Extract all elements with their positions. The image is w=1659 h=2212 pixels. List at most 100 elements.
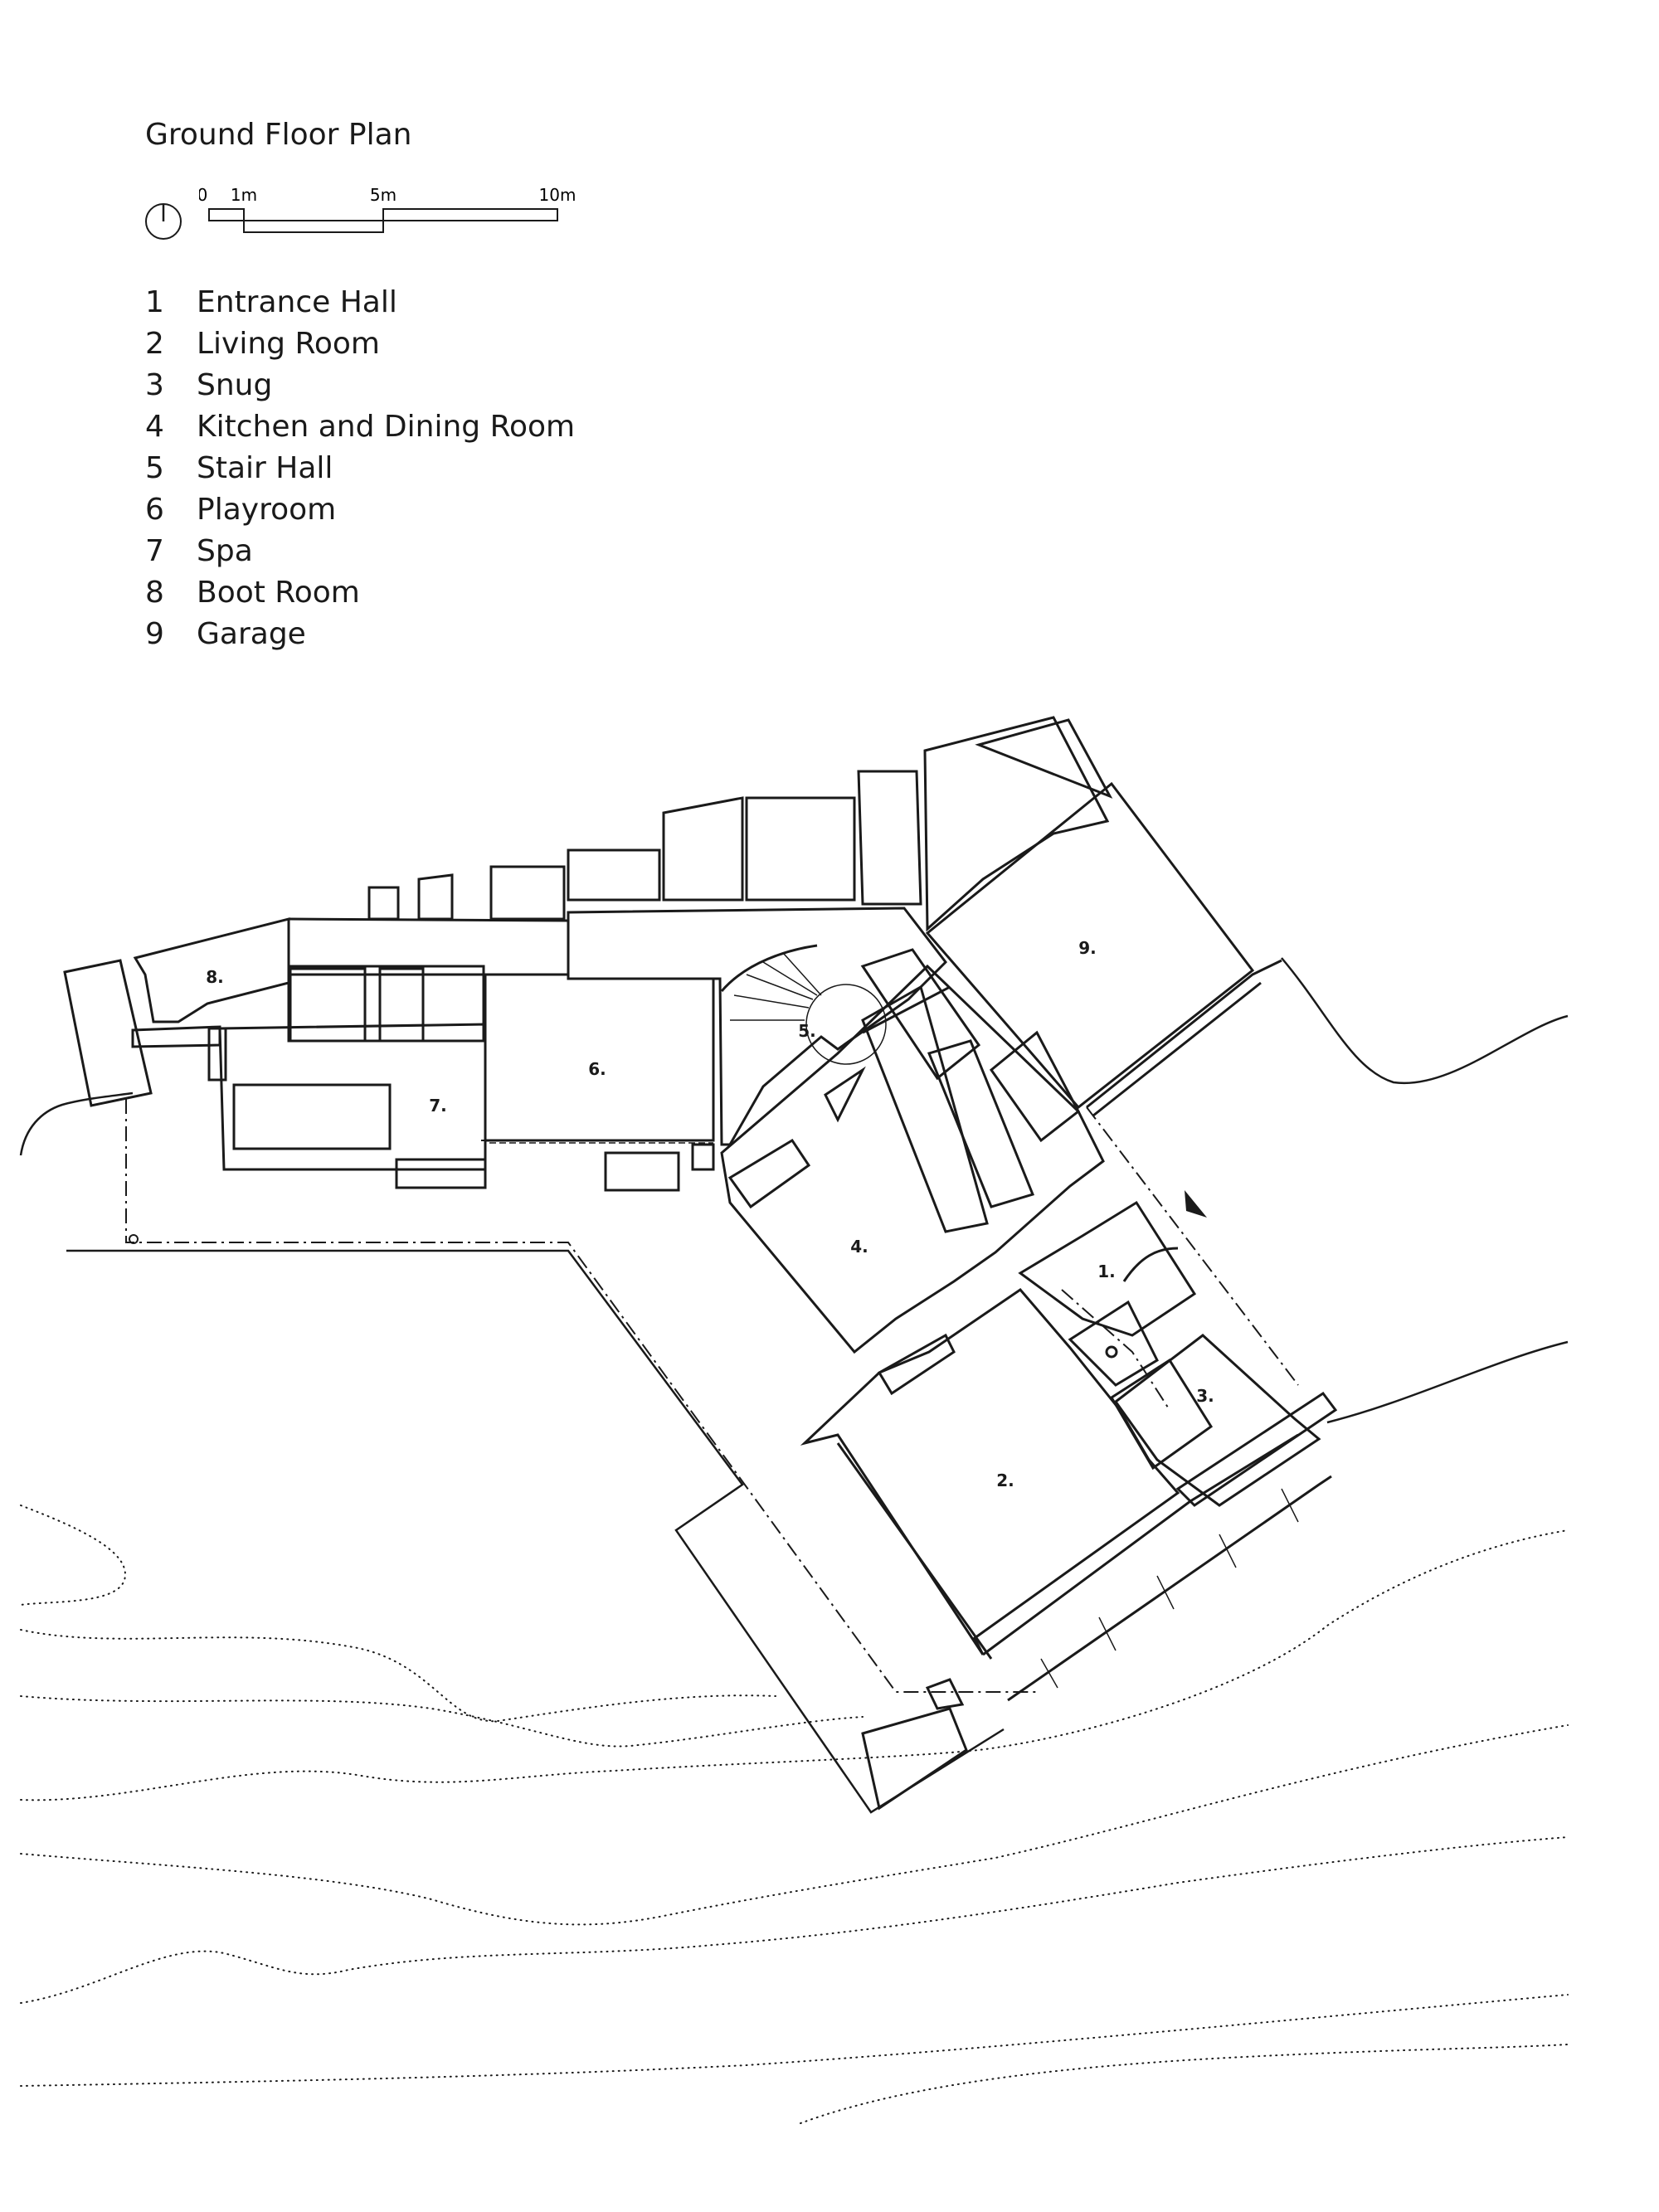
scale-segment xyxy=(243,220,384,233)
wall-entrance-door xyxy=(1122,1247,1179,1282)
interior-lines xyxy=(489,953,1299,1689)
legend-item: 7 Spa xyxy=(145,531,575,572)
legend-number: 7 xyxy=(145,534,164,568)
wall-kitchen-unit xyxy=(824,1066,866,1123)
legend-item: 2 Living Room xyxy=(145,323,575,365)
ground-line xyxy=(19,1091,134,1156)
room-label-2: 2. xyxy=(996,1471,1014,1490)
wall-service xyxy=(662,796,744,902)
scale-bar: 0 1m 5m 10m xyxy=(199,185,577,233)
wall-garage xyxy=(1092,981,1262,1117)
room-label-3: 3. xyxy=(1196,1386,1214,1406)
boundary-line xyxy=(1061,1289,1170,1411)
legend-item: 4 Kitchen and Dining Room xyxy=(145,406,575,448)
terrace-mullion xyxy=(1219,1534,1237,1568)
wall-kitchen-unit xyxy=(727,1138,811,1209)
wall-kitchen xyxy=(862,985,951,1034)
scale-label-5m: 5m xyxy=(370,185,397,205)
terrace-mullion xyxy=(1156,1575,1175,1610)
ground-line xyxy=(1281,957,1569,1085)
legend-room-name: Living Room xyxy=(197,327,380,361)
legend-room-name: Spa xyxy=(197,534,253,568)
contour-line xyxy=(20,1994,1569,2087)
wall-spa xyxy=(395,1158,487,1189)
room-label-7: 7. xyxy=(429,1096,447,1116)
survey-point xyxy=(129,1234,139,1244)
building-walls xyxy=(63,716,1338,1811)
wall-boot-room xyxy=(131,1025,221,1048)
room-label-6: 6. xyxy=(588,1059,606,1079)
wall-snug xyxy=(1113,1334,1321,1507)
scale-label-0: 0 xyxy=(199,185,207,205)
ground-line xyxy=(1326,1340,1569,1424)
room-label-4: 4. xyxy=(850,1237,868,1257)
contour-line xyxy=(20,1724,1569,1926)
wall-wc xyxy=(1068,1300,1159,1387)
wall-kitchen-island xyxy=(861,984,989,1233)
ground-line xyxy=(66,1249,1005,1814)
legend-room-name: Playroom xyxy=(197,493,337,527)
room-label-5: 5. xyxy=(798,1021,816,1041)
wall-kitchen-unit xyxy=(989,1030,1080,1143)
wall-terrace xyxy=(861,1707,968,1811)
wall-living-room xyxy=(800,1288,1180,1655)
wall-boot-room xyxy=(133,917,290,1023)
wall-snug xyxy=(1109,1358,1214,1471)
wall-spa xyxy=(207,1027,227,1082)
wall-terrace xyxy=(982,1433,1299,1656)
wall-kitchen xyxy=(720,964,1105,1354)
wall-kitchen xyxy=(860,948,981,1081)
terrace-mullion xyxy=(1281,1488,1299,1523)
legend-number: 1 xyxy=(145,285,164,319)
wall-terrace xyxy=(925,1678,965,1710)
wall-service xyxy=(567,848,661,902)
wall-boot-room xyxy=(63,959,153,1107)
wall-playroom xyxy=(604,1151,680,1192)
room-label-9: 9. xyxy=(1078,938,1097,958)
wall-spa-core xyxy=(378,967,425,1043)
wall-entrance-hall xyxy=(1018,1200,1197,1337)
boundary-line xyxy=(1086,1106,1299,1386)
wc-basin xyxy=(1105,1345,1118,1359)
wall-spa-core xyxy=(289,967,367,1043)
contour-line xyxy=(800,2044,1569,2124)
wall-service xyxy=(857,770,922,906)
legend-number: 6 xyxy=(145,493,164,527)
scale-segment xyxy=(382,208,558,221)
wall-service xyxy=(745,796,856,902)
wall-stair-hall xyxy=(567,907,947,1146)
north-arrow-icon xyxy=(145,203,182,240)
wall-service xyxy=(417,873,454,921)
terrace-mullion xyxy=(1040,1658,1058,1689)
contour-line xyxy=(20,1695,864,1748)
wall-service xyxy=(489,865,566,921)
legend-room-name: Boot Room xyxy=(197,576,360,610)
contour-line xyxy=(20,1836,1569,2004)
entrance-triangle-icon xyxy=(1185,1190,1207,1218)
scale-label-10m: 10m xyxy=(539,185,577,205)
plan-title: Ground Floor Plan xyxy=(145,118,412,152)
wall-spa-core xyxy=(287,965,485,1043)
legend-room-name: Garage xyxy=(197,617,306,651)
legend-room-name: Kitchen and Dining Room xyxy=(197,410,576,444)
stair-hall-circle xyxy=(805,984,887,1065)
wall-garage xyxy=(923,716,1110,932)
wall-spa xyxy=(232,1083,392,1150)
stair-treads xyxy=(730,953,822,1021)
wall-living-room xyxy=(836,1442,993,1660)
room-label-8: 8. xyxy=(206,967,224,987)
legend-room-name: Stair Hall xyxy=(197,451,333,485)
legend-item: 6 Playroom xyxy=(145,489,575,531)
wall-service xyxy=(367,886,400,921)
wall-garage xyxy=(925,781,1255,1110)
wall-playroom xyxy=(691,1143,715,1171)
wall-garage xyxy=(1086,959,1282,1109)
legend-number: 2 xyxy=(145,327,164,361)
legend-number: 4 xyxy=(145,410,164,444)
